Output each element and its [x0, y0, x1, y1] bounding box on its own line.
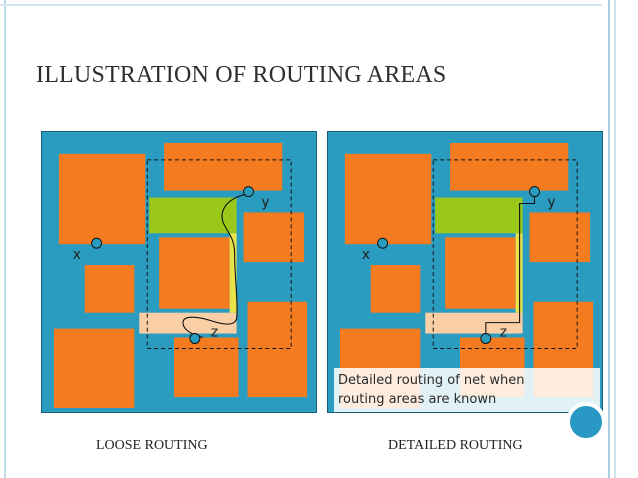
cell-block: [58, 153, 146, 245]
cell-block: [445, 237, 516, 309]
cell-block: [247, 301, 308, 398]
cell-block: [159, 237, 230, 309]
cell-block: [243, 212, 305, 263]
cell-block: [450, 142, 569, 191]
green-routing-channel: [435, 197, 523, 234]
loose-route-path: [182, 193, 249, 339]
green-routing-channel: [149, 197, 237, 234]
cell-block: [164, 142, 283, 191]
frame-rule-right-outer: [614, 0, 616, 478]
yellow-routing-channel: [229, 233, 237, 313]
detailed-routing-diagram: x y z: [327, 131, 603, 413]
frame-rule-top: [0, 4, 602, 6]
detailed-routing-svg: x y z: [328, 132, 602, 412]
pin-x: [91, 237, 103, 249]
routing-area-boundary: [432, 159, 578, 349]
cell-block: [174, 337, 239, 398]
cell-block: [529, 212, 591, 263]
note-line-1: Detailed routing of net when: [338, 373, 525, 388]
pin-label-z: z: [500, 325, 507, 341]
caption-loose-routing: LOOSE ROUTING: [96, 438, 208, 453]
note-line-2: routing areas are known: [338, 392, 497, 407]
frame-rule-right: [608, 0, 610, 478]
routing-area-boundary: [146, 159, 292, 349]
pin-label-z: z: [211, 325, 218, 341]
frame-rule-left: [4, 0, 6, 478]
pin-label-y: y: [547, 194, 555, 210]
cell-block: [370, 265, 421, 313]
accent-circle: [566, 402, 606, 442]
peach-routing-channel: [139, 312, 237, 334]
pin-label-x: x: [362, 247, 370, 263]
cell-block: [84, 265, 135, 313]
pin-label-x: x: [73, 247, 81, 263]
cell-block: [344, 153, 432, 245]
pin-y: [243, 186, 254, 198]
loose-routing-diagram: x y z: [41, 131, 317, 413]
cell-block: [53, 328, 135, 409]
pin-y: [529, 186, 540, 198]
loose-routing-svg: x y z: [42, 132, 316, 412]
caption-detailed-routing: DETAILED ROUTING: [388, 438, 523, 453]
detailed-routing-note: Detailed routing of net when routing are…: [334, 368, 600, 412]
pin-x: [377, 237, 389, 249]
pin-label-y: y: [261, 194, 269, 210]
slide-title: ILLUSTRATION OF ROUTING AREAS: [36, 62, 447, 88]
pin-z: [480, 333, 492, 344]
pin-z: [189, 333, 201, 344]
detailed-route-path: [485, 191, 536, 338]
peach-routing-channel: [425, 312, 523, 334]
